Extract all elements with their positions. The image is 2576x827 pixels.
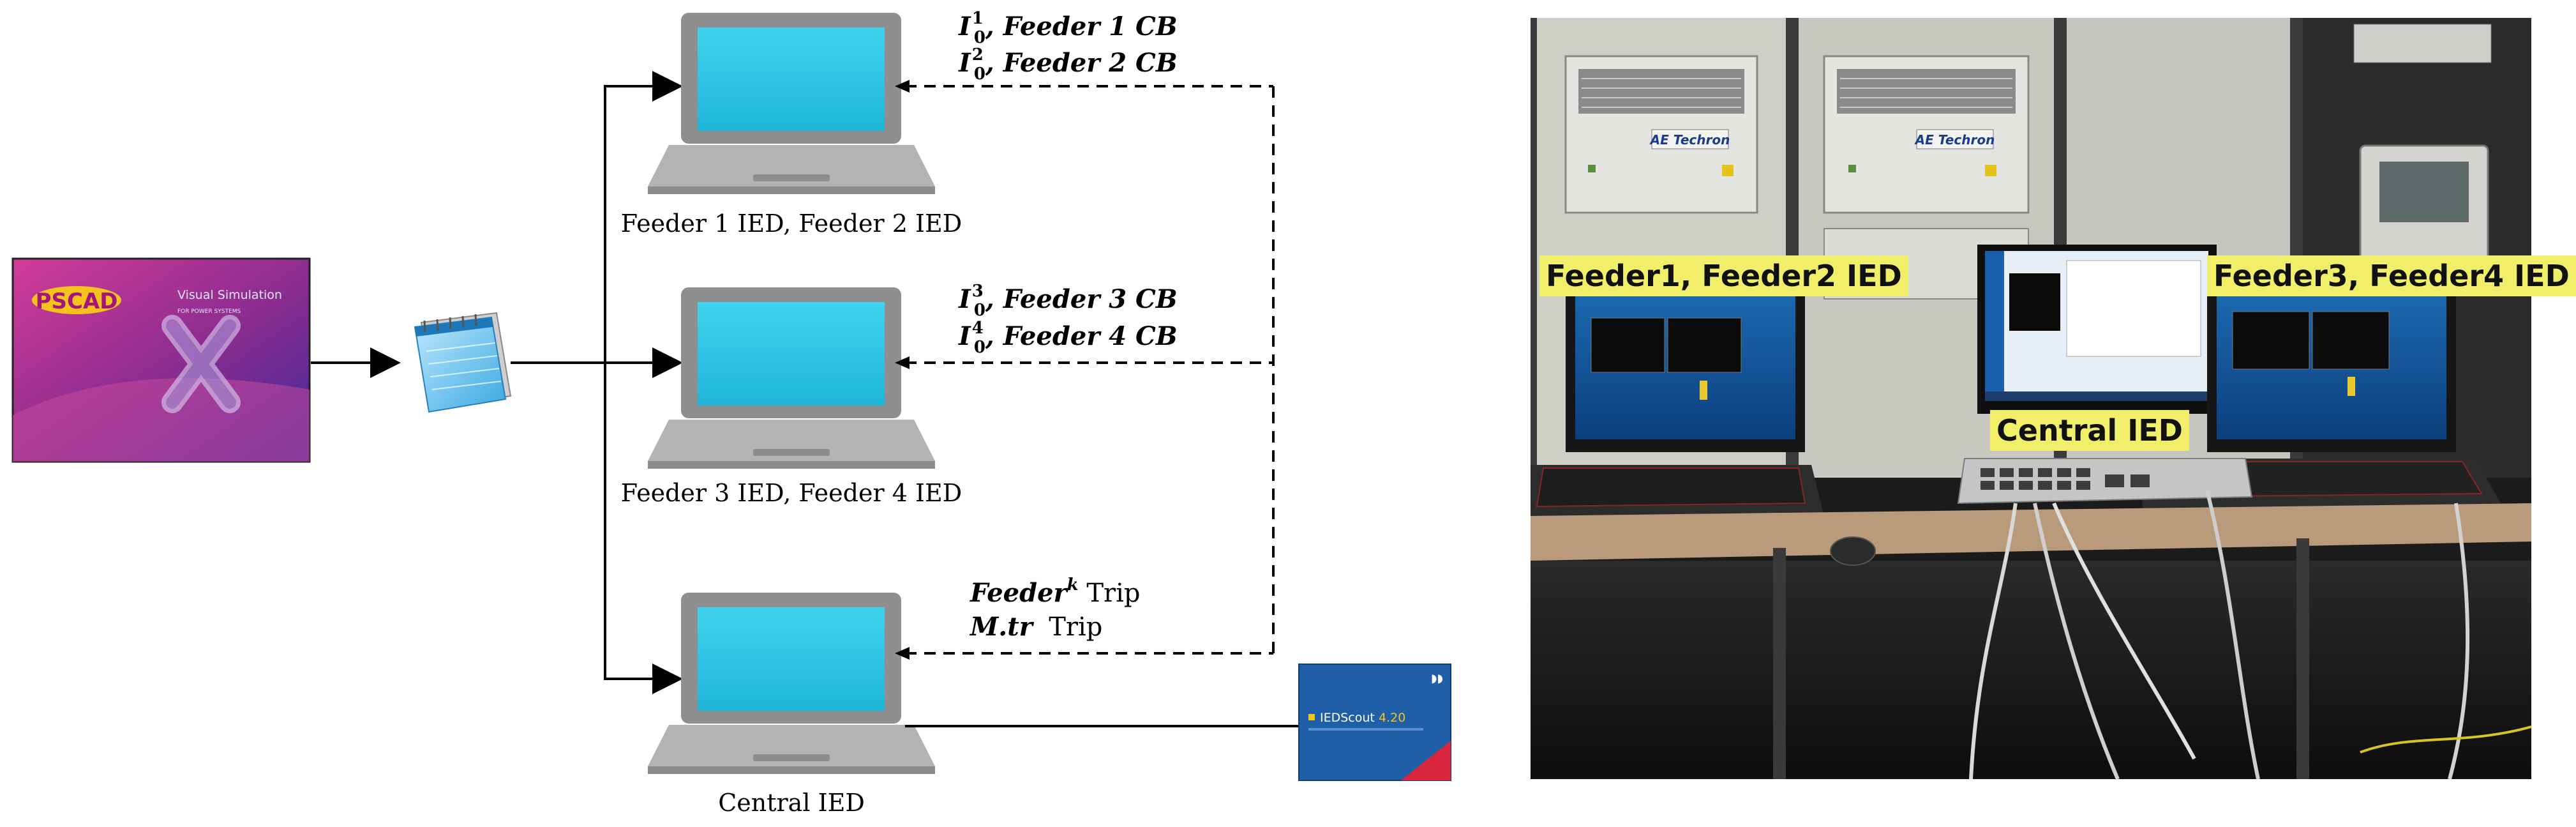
notepad-icon: [414, 312, 512, 413]
pscad-logo-badge: [32, 286, 121, 314]
amplifier-1: AE Techron: [1564, 55, 1758, 214]
amplifier-2: AE Techron: [1823, 55, 2030, 214]
photo-label-feeder-3-4: Feeder3, Feeder4 IED: [2207, 255, 2576, 296]
photo-laptop-left: [1531, 261, 1824, 522]
message-bottom-1: Feederk Trip: [970, 575, 1141, 608]
arrowhead-middle: [895, 356, 910, 369]
laptop-icon-feeder-1-2: [648, 13, 935, 194]
system-diagram: PSCAD Visual Simulation FOR POWER SYSTEM…: [11, 9, 1451, 817]
message-bottom-2: M.tr Trip: [969, 612, 1102, 642]
iedscout-version: 4.20: [1379, 711, 1405, 725]
dashed-communication-bus: [905, 85, 1275, 655]
pscad-title-line2: FOR POWER SYSTEMS: [177, 308, 241, 315]
label-feeder-3-4-ied: Feeder 3 IED, Feeder 4 IED: [621, 479, 962, 507]
desk: [1531, 503, 2531, 561]
arrowhead-top: [895, 80, 910, 93]
cables: [1969, 490, 2532, 780]
amp2-brand: AE Techron: [1914, 132, 1995, 148]
label-feeder-1-2-ied: Feeder 1 IED, Feeder 2 IED: [621, 209, 962, 238]
laptop-icon-feeder-3-4: [648, 287, 935, 469]
omicron-mark: ◗◗: [1431, 672, 1443, 685]
network-switch: [1957, 458, 2253, 505]
iedscout-name: IEDScout: [1320, 711, 1375, 725]
amp1-brand: AE Techron: [1649, 132, 1730, 148]
pscad-splash: PSCAD Visual Simulation FOR POWER SYSTEM…: [11, 257, 311, 463]
label-central-ied: Central IED: [718, 789, 865, 817]
iedscout-splash: ◗◗ IEDScout 4.20: [1298, 664, 1451, 781]
photo-label-central: Central IED: [1990, 410, 2189, 451]
laptop-icon-central: [648, 593, 935, 774]
arrowhead-bottom: [895, 647, 910, 660]
photo-laptop-center: [1977, 245, 2217, 414]
pscad-title-line1: Visual Simulation: [177, 288, 282, 302]
lab-photo: AE Techron AE Techron: [1531, 18, 2576, 780]
pscad-logo-text: PSCAD: [36, 289, 118, 314]
mouse: [1830, 536, 1876, 566]
pscad-x-mark: [161, 315, 241, 413]
photo-label-feeder-1-2: Feeder1, Feeder2 IED: [1539, 255, 1908, 296]
